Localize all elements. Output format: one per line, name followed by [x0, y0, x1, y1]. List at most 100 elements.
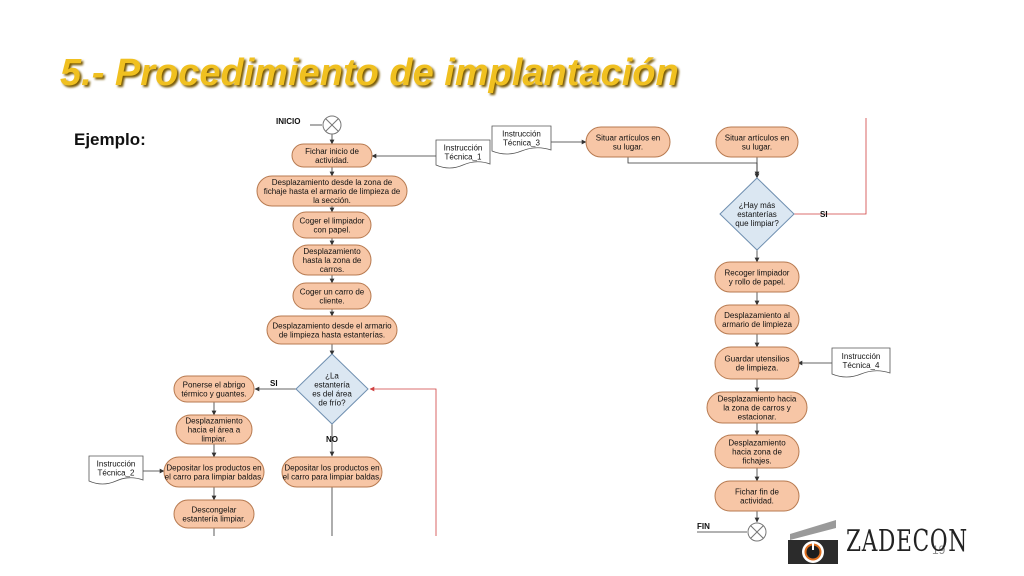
step-text-d2: ¿Hay más [739, 201, 775, 210]
step-text-r1: Situar artículos en [725, 134, 789, 143]
step-box-s6 [266, 315, 398, 345]
step-text-s2: fichaje hasta el armario de limpieza de [264, 187, 401, 196]
step-text-r6: hacia zona de [732, 448, 782, 457]
step-text-l2: limpiar. [201, 435, 226, 444]
step-text-d1: ¿La [325, 372, 339, 381]
step-box-r2 [714, 261, 800, 293]
zadecon-logo-icon [788, 520, 838, 564]
step-box-s1 [291, 143, 373, 168]
step-text-l2: Desplazamiento [185, 417, 243, 426]
step-text-s2: la sección. [313, 196, 351, 205]
step-text-l1: Ponerse el abrigo [183, 381, 246, 390]
step-box-s4 [292, 244, 372, 276]
step-text-s2: Desplazamiento desde la zona de [272, 178, 393, 187]
step-box-l1 [173, 375, 255, 403]
step-box-r6 [714, 434, 800, 469]
step-text-r5: Desplazamiento hacia [718, 395, 797, 404]
example-label: Ejemplo: [74, 130, 146, 149]
step-text-l4: Descongelar [192, 506, 237, 515]
step-text-d2: estanterías [737, 210, 777, 219]
step-box-m1 [281, 456, 383, 488]
step-text-l3: el carro para limpiar baldas. [165, 473, 264, 482]
step-text-s6: de limpieza hasta estanterías. [279, 331, 385, 340]
step-box-r5 [706, 391, 808, 424]
doc-text-it2: Instrucción [97, 460, 136, 469]
doc-shape-it2 [88, 455, 144, 485]
step-text-r3: armario de limpieza [722, 320, 792, 329]
step-text-r6: Desplazamiento [728, 439, 786, 448]
start-label: INICIO [276, 117, 300, 126]
step-text-r4: Guardar utensilios [725, 355, 790, 364]
step-box-l2 [175, 414, 253, 445]
step-text-m1: Depositar los productos en [284, 464, 379, 473]
step-text-l3: Depositar los productos en [166, 464, 261, 473]
doc-text-it2: Técnica_2 [98, 469, 135, 478]
doc-shape-it3 [491, 125, 552, 155]
step-text-r5: la zona de carros y [723, 404, 791, 413]
edge-d2-yes [794, 118, 867, 215]
step-text-s1: actividad. [315, 156, 349, 165]
step-text-s6: Desplazamiento desde el armario [272, 322, 392, 331]
doc-text-it3: Instrucción [502, 130, 541, 139]
end-label: FIN [697, 522, 710, 531]
step-text-m1: el carro para limpiar baldas. [283, 473, 382, 482]
step-box-s2 [256, 175, 408, 207]
step-text-r2: y rollo de papel. [729, 278, 785, 287]
step-text-s3: con papel. [314, 226, 351, 235]
step-text-r7: actividad. [740, 497, 774, 506]
step-box-s3 [292, 211, 372, 239]
step-box-r0 [585, 126, 671, 158]
flow-connectors [143, 124, 587, 536]
step-text-s3: Coger el limpiador [300, 217, 365, 226]
step-text-r0: Situar artículos en [596, 134, 660, 143]
step-box-r3 [714, 304, 800, 335]
step-text-s4: carros. [320, 265, 344, 274]
step-text-d1: estantería [314, 381, 350, 390]
doc-text-it4: Instrucción [842, 352, 881, 361]
step-text-s1: Fichar inicio de [305, 147, 359, 156]
step-text-l4: estantería limpiar. [182, 515, 245, 524]
doc-shape-it4 [831, 347, 891, 378]
no-label-frio: NO [326, 435, 338, 444]
step-text-l2: hacia el área a [188, 426, 241, 435]
brand-name: ZADECON [846, 524, 968, 559]
step-text-d1: de frío? [318, 399, 346, 408]
slide-title: 5.- Procedimiento de implantación [60, 52, 679, 94]
step-text-r5: estacionar. [738, 413, 777, 422]
step-text-s5: Coger un carro de [300, 288, 365, 297]
step-text-r2: Recoger limpiador [725, 269, 790, 278]
page-number: 19 [932, 543, 946, 557]
step-text-s4: Desplazamiento [303, 247, 361, 256]
step-text-r0: su lugar. [613, 143, 643, 152]
step-box-r4 [714, 346, 800, 380]
decision-shape-d2 [719, 177, 795, 251]
doc-text-it1: Instrucción [444, 144, 483, 153]
step-text-l1: térmico y guantes. [181, 390, 246, 399]
end-terminal [747, 522, 767, 542]
step-box-l4 [173, 499, 255, 529]
step-box-r7 [714, 480, 800, 512]
flow-nodes: Fichar inicio deactividad.Desplazamiento… [88, 125, 891, 529]
edge-loop-back [369, 386, 437, 536]
